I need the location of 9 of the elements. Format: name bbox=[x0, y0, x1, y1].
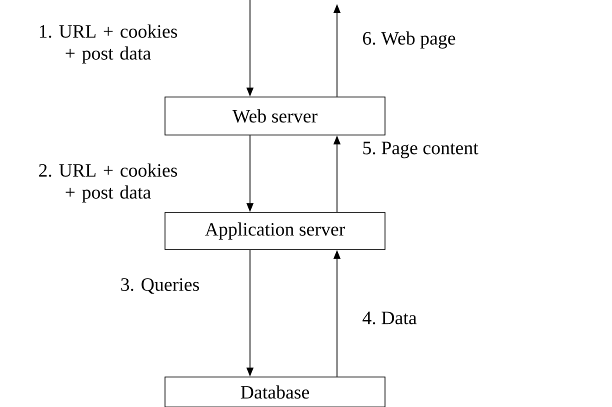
edge-label: 5. Page content bbox=[363, 142, 478, 158]
edge-label: 4. Data bbox=[362, 312, 417, 324]
edge-label: 2. URL + cookies + post data bbox=[39, 163, 178, 203]
server-box: Application server bbox=[164, 212, 386, 250]
edge-label: 6. Web page bbox=[363, 31, 456, 49]
server-box: Database bbox=[164, 376, 386, 407]
server-box: Web server bbox=[164, 96, 386, 136]
edge-label: 3. Queries bbox=[121, 278, 199, 294]
edge-label: 1. URL + cookies + post data bbox=[40, 24, 178, 64]
